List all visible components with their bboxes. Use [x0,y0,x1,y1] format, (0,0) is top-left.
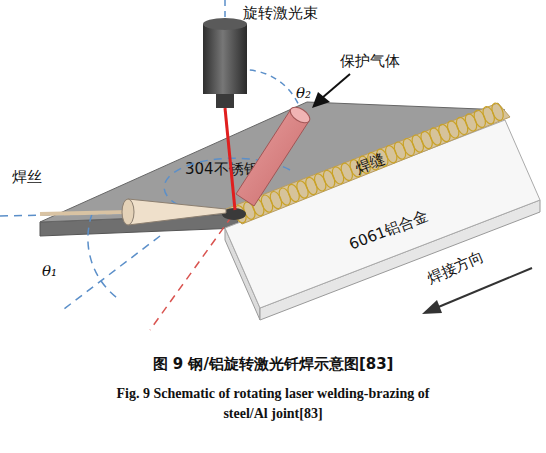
laser-nozzle [216,94,234,108]
weld-ripple [428,126,444,146]
weld-ripple [304,176,320,196]
wire-label: 焊丝 [12,168,42,187]
gas-arrow [322,74,350,98]
angle-label: θ₂ [296,84,311,102]
gas-arrowhead [312,92,330,108]
weld-ripple [410,133,426,153]
weld-ripple [392,140,408,160]
theta2-arc [228,70,300,108]
weld-ripple [437,123,453,143]
angle-label: θ₁ [42,262,57,280]
plate-shape [220,115,546,325]
weld-ripple [259,193,275,213]
laser-head-top [203,18,247,30]
laser-axis-line [224,0,226,24]
rotation-circle [164,158,290,205]
weld-ripple [454,116,470,136]
weld-ripple [463,112,479,132]
weld-ripple [286,183,302,203]
gas-label: 保护气体 [340,52,400,71]
weld-ripple [445,119,461,139]
weld-ripple [490,102,506,122]
figure-caption: 图 9 钢/铝旋转激光钎焊示意图[83] [0,355,546,374]
laser-head [203,24,247,94]
theta1-arc [88,214,120,300]
weld-ripple [250,197,266,217]
weld-ripple [419,130,435,150]
laser-beam [225,108,235,210]
weld-ripple [268,190,284,210]
weld-ripple [481,105,497,125]
gas-nozzle [236,109,309,206]
aluminum-plate: 6061铝合金 [220,115,546,325]
direction-arrowhead [422,300,442,314]
weld-ripple [277,186,293,206]
weld-ripple [383,144,399,164]
weld-ripple [321,169,337,189]
caption-english: Fig. 9 Schematic of rotating laser weldi… [108,384,438,424]
reference-line [150,216,232,330]
seam-label: 焊缝 [353,150,388,178]
reference-line [60,236,160,312]
weld-ripple [295,179,311,199]
weld-ripples [233,102,506,225]
wire-nozzle-end [122,199,134,225]
plate-label: 304不锈钢 [185,160,259,179]
weld-seam [226,103,510,224]
wire-axis-line [0,211,232,216]
filler-wire [40,212,130,214]
weld-ripple [330,165,346,185]
laser-label: 旋转激光束 [243,4,318,23]
weld-ripple [472,109,488,129]
weld-ripple [339,162,355,182]
plate-face [225,120,540,308]
direction-label: 焊接方向 [424,247,487,288]
gas-nozzle-end [288,104,313,126]
weld-ripple [233,204,249,224]
weld-ripple [401,137,417,157]
weld-ripple [312,172,328,192]
weld-ripple [241,201,257,221]
wire-nozzle [128,199,226,225]
weld-pool [222,208,246,220]
